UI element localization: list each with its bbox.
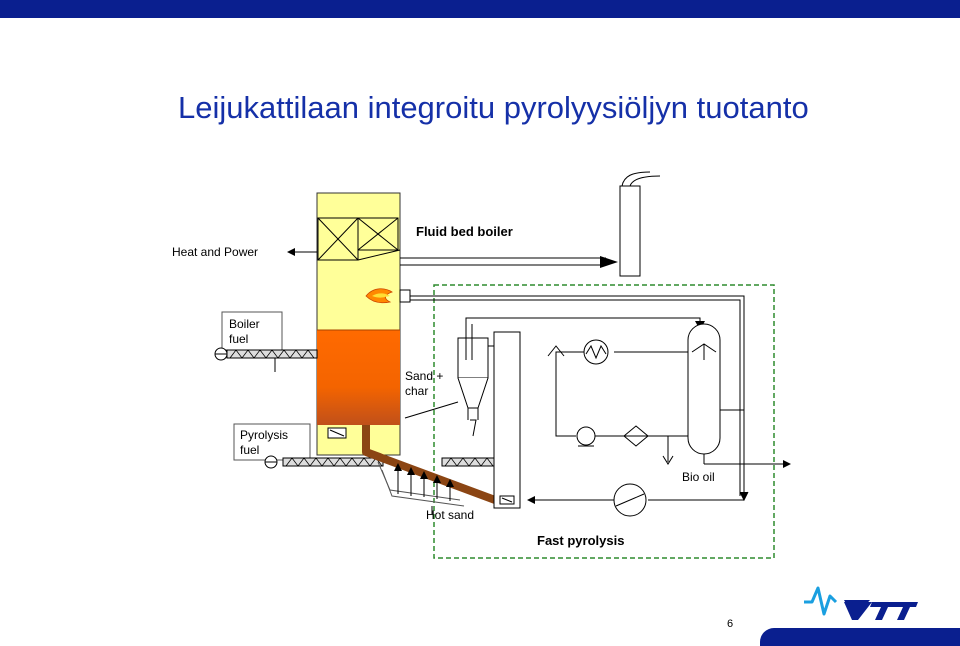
fluidizing-gas-arrows bbox=[377, 461, 465, 514]
sand-char-label-line1: Sand + bbox=[405, 369, 443, 383]
boiler-fuel-label-line2: fuel bbox=[229, 332, 248, 346]
page-number: 6 bbox=[727, 618, 734, 630]
heat-and-power-label: Heat and Power bbox=[172, 245, 258, 259]
fluid-bed-boiler-label: Fluid bed boiler bbox=[416, 224, 513, 239]
fluid-bed-boiler bbox=[316, 192, 401, 456]
bio-oil-line bbox=[703, 454, 791, 468]
pyrolysis-fuel-conveyor bbox=[233, 423, 500, 469]
pyrolysis-reactor bbox=[493, 331, 521, 509]
stack bbox=[619, 171, 661, 277]
fast-pyrolysis-boundary bbox=[433, 284, 775, 559]
pyrolysis-fuel-label-line1: Pyrolysis bbox=[240, 428, 288, 442]
flame-icon bbox=[365, 288, 393, 304]
burner-nozzle bbox=[399, 289, 411, 303]
recycle-gas-return bbox=[527, 483, 744, 517]
fast-pyrolysis-label: Fast pyrolysis bbox=[537, 533, 624, 548]
slide-title: Leijukattilaan integroitu pyrolyysiöljyn… bbox=[178, 90, 809, 125]
bio-oil-label: Bio oil bbox=[682, 470, 715, 484]
sand-char-return-line bbox=[404, 401, 459, 419]
hot-sand-label: Hot sand bbox=[426, 508, 474, 522]
pyrolysis-fuel-label-line2: fuel bbox=[240, 443, 259, 457]
boiler-fuel-label-line1: Boiler bbox=[229, 317, 260, 331]
vtt-logo-icon bbox=[804, 586, 918, 620]
condenser-column bbox=[687, 323, 721, 455]
pump-icon bbox=[576, 426, 596, 446]
vapor-line bbox=[465, 317, 701, 324]
top-brand-bar bbox=[0, 0, 960, 18]
boiler-fuel-conveyor bbox=[214, 311, 318, 372]
cooling-loop bbox=[547, 339, 688, 465]
bottom-brand-bar bbox=[760, 628, 960, 646]
cyclone bbox=[457, 324, 494, 437]
sand-char-label-line2: char bbox=[405, 384, 428, 398]
gas-recycle-line bbox=[410, 295, 749, 502]
flue-gas-line bbox=[400, 256, 618, 268]
